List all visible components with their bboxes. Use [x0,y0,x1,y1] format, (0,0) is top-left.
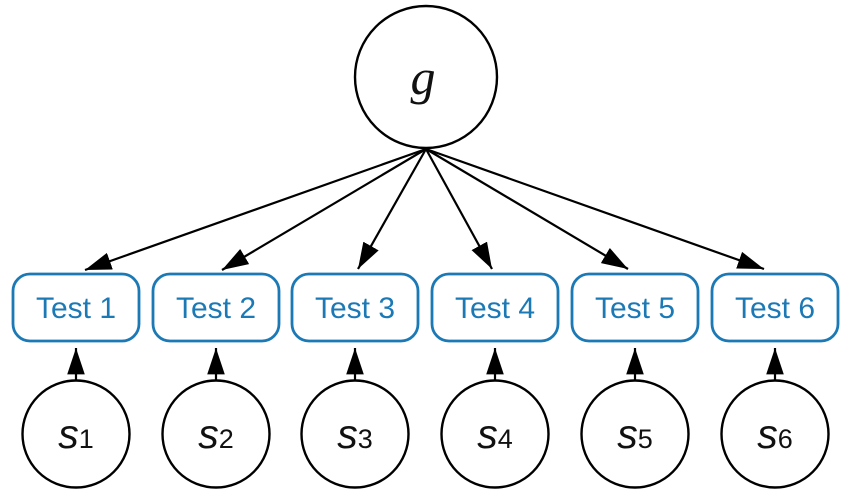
specific-factor-5-circle [580,379,690,489]
specific-factor-4-node: s4 [440,379,550,489]
g-to-test-3-arrow [357,148,427,270]
specific-factor-6-circle [720,379,830,489]
test-4-node: Test 4 [430,272,560,343]
g-to-test-6-arrow [425,147,765,271]
test-5-label: Test 5 [595,292,675,325]
s2-subscript: 2 [219,424,234,454]
s-to-test-arrows [67,348,784,380]
test-3-node: Test 3 [290,272,420,343]
g-to-test-5-arrow [425,148,629,270]
test-3-label: Test 3 [315,292,395,325]
test-6-box [710,272,840,343]
specific-factor-1-node: s1 [21,379,131,489]
g-to-test-4-arrow [425,148,493,270]
specific-factor-1-label: s1 [58,411,94,457]
s3-subscript: 3 [358,424,373,454]
s6-letter: s [757,411,778,457]
specific-factor-6-label: s6 [757,411,793,457]
g-to-test-arrows [84,147,765,272]
test-1-label: Test 1 [36,292,116,325]
s1-subscript: 1 [79,424,94,454]
s6-subscript: 6 [778,424,793,454]
specific-factor-5-node: s5 [580,379,690,489]
general-factor-node: g [353,4,499,150]
general-factor-circle [353,4,499,150]
specific-factor-4-label: s4 [477,411,513,457]
test-3-box [290,272,420,343]
specific-factor-5-label: s5 [617,411,653,457]
test-5-node: Test 5 [570,272,700,343]
s2-letter: s [198,411,219,457]
specific-factor-2-circle [161,379,271,489]
test-2-box [151,272,281,343]
general-factor-label: g [411,49,436,105]
test-1-box [11,272,141,343]
specific-factor-2-label: s2 [198,411,234,457]
test-1-node: Test 1 [11,272,141,343]
specific-factor-3-node: s3 [300,379,410,489]
test-4-box [430,272,560,343]
s3-letter: s [337,411,358,457]
test-6-label: Test 6 [735,292,815,325]
specific-factor-3-label: s3 [337,411,373,457]
test-boxes: Test 1 Test 2 Test 3 Test 4 Test 5 Test … [11,272,840,343]
specific-factor-4-circle [440,379,550,489]
specific-factor-2-node: s2 [161,379,271,489]
s1-letter: s [58,411,79,457]
test-2-node: Test 2 [151,272,281,343]
test-2-label: Test 2 [176,292,256,325]
specific-factor-1-circle [21,379,131,489]
test-6-node: Test 6 [710,272,840,343]
s4-letter: s [477,411,498,457]
test-4-label: Test 4 [455,292,535,325]
g-to-test-1-arrow [84,147,427,272]
specific-factor-3-circle [300,379,410,489]
s5-letter: s [617,411,638,457]
g-to-test-2-arrow [221,148,427,271]
specific-factor-nodes: s1 s2 s3 s4 s5 s6 [21,379,830,489]
s5-subscript: 5 [638,424,653,454]
s4-subscript: 4 [498,424,513,454]
specific-factor-6-node: s6 [720,379,830,489]
test-5-box [570,272,700,343]
